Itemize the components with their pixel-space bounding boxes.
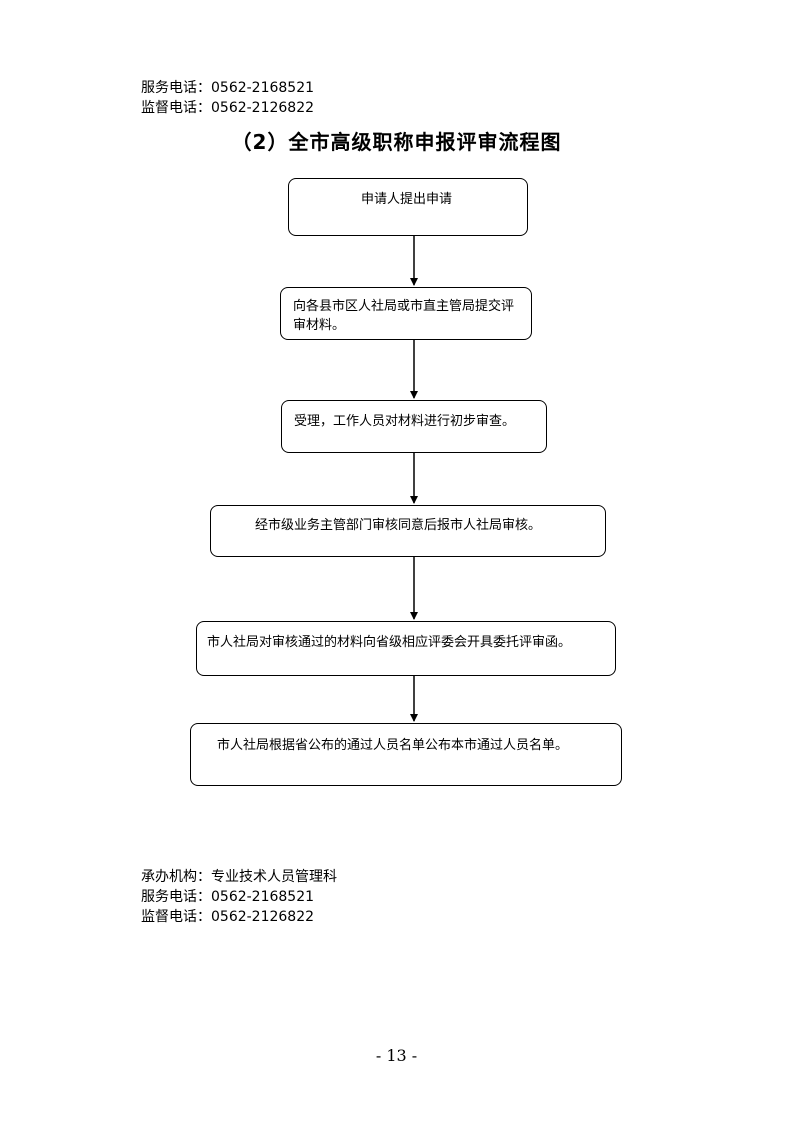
service-phone-bottom: 服务电话：0562-2168521: [141, 889, 315, 905]
flow-step-4-text: 经市级业务主管部门审核同意后报市人社局审核。: [255, 518, 542, 533]
flow-step-4: 经市级业务主管部门审核同意后报市人社局审核。: [210, 505, 606, 557]
supervision-phone-bottom: 监督电话：0562-2126822: [141, 909, 315, 925]
flow-step-2: 向各县市区人社局或市直主管局提交评审材料。: [280, 287, 532, 340]
supervision-phone-top: 监督电话：0562-2126822: [141, 100, 315, 116]
page-number: - 13 -: [375, 1046, 418, 1065]
flow-step-1-text: 申请人提出申请: [361, 192, 453, 207]
flow-step-1: 申请人提出申请: [288, 178, 528, 236]
flow-step-6: 市人社局根据省公布的通过人员名单公布本市通过人员名单。: [190, 723, 622, 786]
flow-step-5: 市人社局对审核通过的材料向省级相应评委会开具委托评审函。: [196, 621, 616, 676]
organizer: 承办机构：专业技术人员管理科: [141, 869, 337, 885]
flow-step-6-text: 市人社局根据省公布的通过人员名单公布本市通过人员名单。: [217, 738, 569, 753]
flow-step-3: 受理，工作人员对材料进行初步审查。: [281, 400, 547, 453]
flow-step-3-text: 受理，工作人员对材料进行初步审查。: [294, 414, 516, 429]
flow-step-5-text: 市人社局对审核通过的材料向省级相应评委会开具委托评审函。: [207, 635, 572, 650]
page-title: （2）全市高级职称申报评审流程图: [231, 130, 562, 154]
flow-step-2-text: 向各县市区人社局或市直主管局提交评审材料。: [293, 299, 515, 333]
service-phone-top: 服务电话：0562-2168521: [141, 80, 315, 96]
